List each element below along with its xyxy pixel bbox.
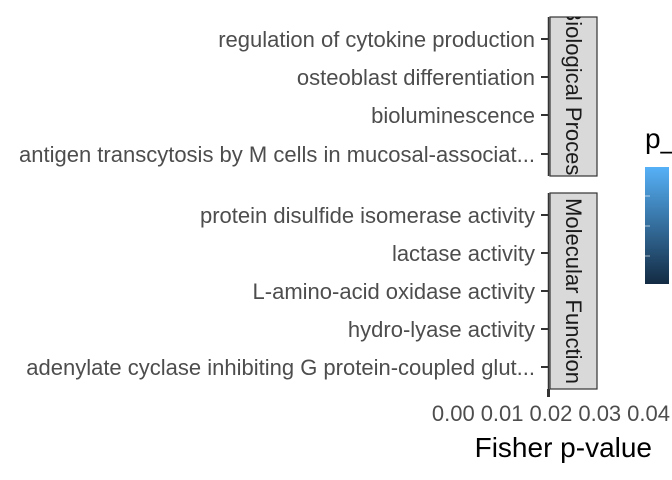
y-tick-label: hydro-lyase activity [348, 317, 535, 342]
y-tick-label: adenylate cyclase inhibiting G protein-c… [26, 355, 535, 380]
y-tick-label: protein disulfide isomerase activity [200, 203, 535, 228]
x-tick-label: 0.01 [481, 401, 524, 426]
legend-title: p_value [645, 123, 672, 154]
facet-strip-label: Biological Process [561, 7, 586, 187]
x-tick-label: 0.04 [627, 401, 670, 426]
y-tick-label: regulation of cytokine production [218, 27, 535, 52]
y-tick-label: osteoblast differentiation [297, 65, 535, 90]
facet-strip [549, 192, 598, 390]
facet-strip [549, 16, 598, 177]
x-axis-title: Fisher p-value [475, 432, 652, 463]
facet-biological-process: regulation of cytokine production osteob… [19, 7, 598, 187]
facet-molecular-function: protein disulfide isomerase activity lac… [26, 192, 598, 390]
y-tick-label: antigen transcytosis by M cells in mucos… [19, 142, 535, 167]
y-tick-label: lactase activity [392, 241, 535, 266]
y-tick-label: bioluminescence [371, 103, 535, 128]
y-tick-label: L-amino-acid oxidase activity [253, 279, 535, 304]
x-tick-label: 0.00 [432, 401, 475, 426]
facet-strip-label: Molecular Function [561, 198, 586, 384]
x-tick-label: 0.03 [578, 401, 621, 426]
x-tick-label: 0.02 [530, 401, 573, 426]
legend: p_value [645, 123, 672, 284]
